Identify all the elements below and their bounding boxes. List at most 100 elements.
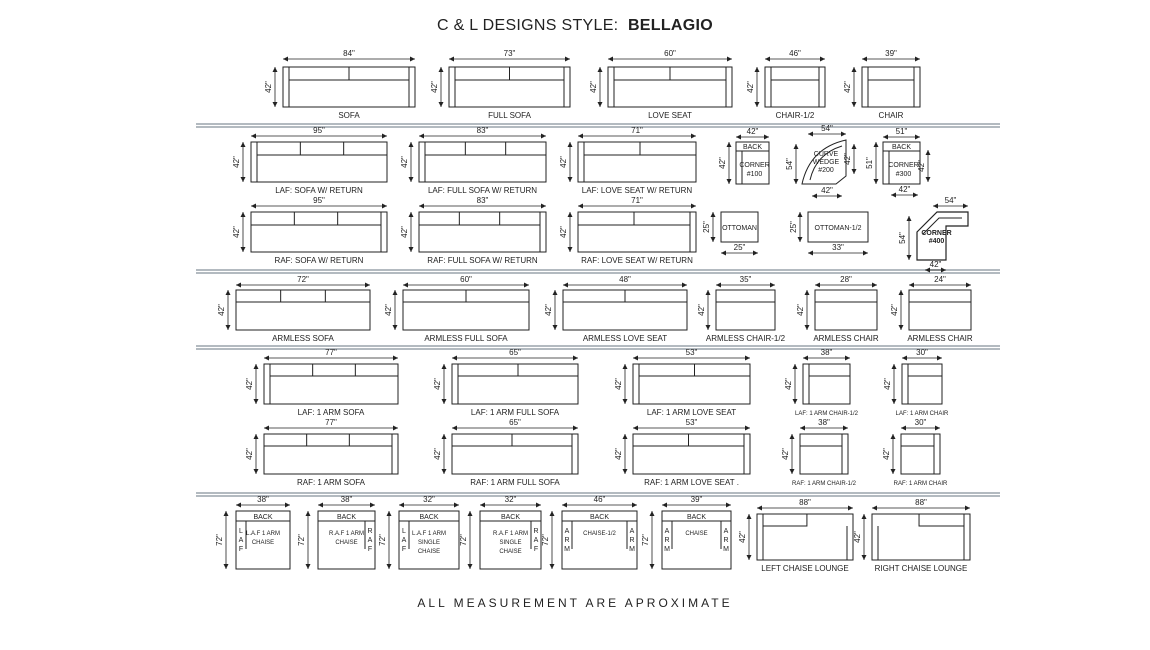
arrow-head [622, 399, 628, 404]
depth-dimension: 51" [865, 157, 874, 169]
arrow-head [305, 564, 311, 569]
depth-dimension: 42" [718, 157, 727, 169]
width-dimension: 71" [631, 196, 643, 205]
arrow-head [253, 364, 259, 369]
arrow-head [843, 425, 848, 431]
item-1-0: 95"42"LAF: SOFA W/ RETURN [232, 126, 388, 195]
depth-dimension: 72" [215, 534, 224, 546]
sofa-outline [418, 211, 547, 253]
chaise-outline [317, 510, 376, 570]
item-6-7: 88"42"RIGHT CHAISE LOUNGE [853, 498, 971, 573]
arrow-head [386, 564, 392, 569]
arrow-head [441, 399, 447, 404]
item-code: #400 [929, 238, 945, 245]
corner-back-line [922, 217, 962, 235]
arrow-head [851, 144, 857, 149]
arrow-head [793, 144, 799, 149]
arrow-head [933, 203, 938, 209]
item-label: LAF: SOFA W/ RETURN [275, 186, 363, 195]
depth-dimension: 42" [796, 304, 805, 316]
arrow-head [567, 212, 573, 217]
arrow-head [789, 434, 795, 439]
arrow-head [632, 502, 637, 508]
arrow-head [898, 325, 904, 330]
item-name-line2: WEDGE [813, 159, 840, 166]
arm-letter: A [630, 528, 635, 535]
arrow-head [318, 502, 323, 508]
arrow-head [225, 325, 231, 330]
arrow-head [710, 212, 716, 217]
arrow-head [449, 56, 454, 62]
item-label: CHAIR-1/2 [776, 111, 815, 120]
arrow-head [726, 502, 731, 508]
back-label: BACK [743, 144, 762, 151]
arrow-head [567, 142, 573, 147]
arrow-head [392, 290, 398, 295]
arrow-head [240, 212, 246, 217]
item-label: LAF: 1 ARM SOFA [298, 408, 365, 417]
sofa-outline [908, 289, 972, 331]
item-label: CHAISE [252, 540, 274, 546]
back-cushions [269, 363, 399, 377]
arrow-head [757, 505, 762, 511]
width-dimension: 28" [840, 275, 852, 284]
arrow-head [573, 355, 578, 361]
item-name: OTTOMAN-1/2 [815, 225, 862, 232]
item-label: CHAISE [335, 540, 357, 546]
arrow-head [705, 325, 711, 330]
item-code: #200 [818, 167, 834, 174]
arm-letter: R [533, 528, 538, 535]
arrow-head [682, 282, 687, 288]
style-name: BELLAGIO [627, 17, 714, 34]
width-dimension: 51" [896, 127, 908, 136]
arrow-head [408, 142, 414, 147]
arrow-head [399, 502, 404, 508]
item-label: RAF: SOFA W/ RETURN [275, 256, 364, 265]
arrow-head [746, 514, 752, 519]
arrow-head [536, 502, 541, 508]
arrow-head [793, 179, 799, 184]
back-label: BACK [590, 514, 609, 521]
back-cushions [867, 66, 915, 81]
lounge-outline [756, 513, 854, 561]
depth-dimension: 42" [843, 81, 852, 93]
arrow-head [633, 425, 638, 431]
back-label: BACK [337, 514, 356, 521]
sofa-outline [577, 211, 697, 253]
width-dimension: 32" [423, 495, 435, 504]
width-dimension: 39" [691, 495, 703, 504]
item-5-3: 38"42"RAF: 1 ARM CHAIR-1/2 [781, 418, 857, 487]
bottom-dimension: 42" [899, 185, 911, 194]
arrow-head [726, 179, 732, 184]
arrow-head [225, 290, 231, 295]
arrow-head [403, 282, 408, 288]
arm-letter: A [402, 537, 407, 544]
depth-dimension: 42" [559, 226, 568, 238]
arrow-head [913, 192, 918, 198]
arrow-head [873, 179, 879, 184]
arrow-head [573, 425, 578, 431]
arrow-head [365, 282, 370, 288]
item-label: CHAISE [418, 549, 440, 555]
arrow-head [861, 514, 867, 519]
item-5-0: 77"42"RAF: 1 ARM SOFA [245, 418, 399, 487]
back-cushions [808, 363, 851, 377]
width-dimension: 30" [915, 418, 927, 427]
arm-letter: M [664, 546, 670, 553]
depth-dimension: 72" [641, 534, 650, 546]
item-label: LOVE SEAT [648, 111, 692, 120]
depth-dimension: 72" [297, 534, 306, 546]
back-cushion [762, 514, 808, 527]
arrow-head [765, 56, 770, 62]
arrow-head [789, 469, 795, 474]
item-label: SINGLE [418, 540, 440, 546]
arrow-head [438, 67, 444, 72]
item-label: ARMLESS CHAIR-1/2 [706, 334, 786, 343]
arrow-head [915, 56, 920, 62]
arm-letter: R [564, 537, 569, 544]
arrow-head [549, 511, 555, 516]
